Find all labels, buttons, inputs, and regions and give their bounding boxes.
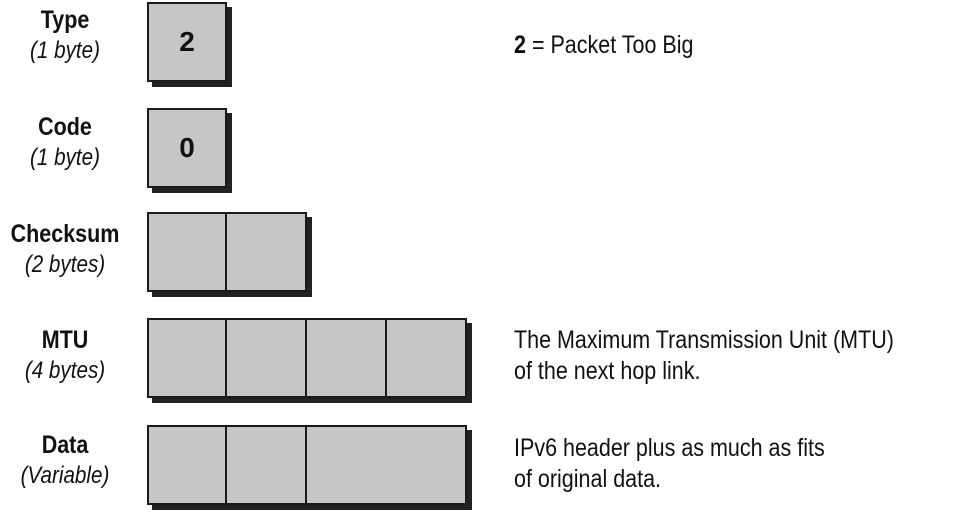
code-field-name: Code bbox=[38, 113, 92, 141]
mtu-byte-cell bbox=[387, 318, 467, 398]
checksum-field-size: (2 bytes) bbox=[24, 251, 106, 278]
type-field-name: Type bbox=[40, 6, 90, 34]
type-value-cell: 2 bbox=[147, 2, 227, 82]
data-note-line2: of original data. bbox=[514, 464, 662, 493]
type-field-size: (1 byte) bbox=[30, 37, 100, 64]
data-note: IPv6 header plus as much as fits of orig… bbox=[514, 433, 825, 494]
data-field-name: Data bbox=[41, 431, 89, 459]
data-field-size: (Variable) bbox=[20, 462, 110, 489]
mtu-field-box bbox=[147, 318, 467, 398]
checksum-field-box bbox=[147, 212, 307, 292]
type-field-box: 2 bbox=[147, 2, 227, 82]
code-label: Code (1 byte) bbox=[0, 115, 130, 170]
mtu-note: The Maximum Transmission Unit (MTU) of t… bbox=[514, 325, 894, 386]
checksum-byte-cell bbox=[227, 212, 307, 292]
data-variable-cell bbox=[307, 425, 467, 505]
data-field-box bbox=[147, 425, 467, 505]
mtu-byte-cell bbox=[227, 318, 307, 398]
checksum-byte-cell bbox=[147, 212, 227, 292]
code-field-size: (1 byte) bbox=[30, 144, 100, 171]
data-byte-cell bbox=[227, 425, 307, 505]
type-note: 2 = Packet Too Big bbox=[514, 30, 693, 61]
data-note-line1: IPv6 header plus as much as fits bbox=[514, 434, 825, 462]
mtu-note-line2: of the next hop link. bbox=[514, 356, 701, 385]
mtu-byte-cell bbox=[147, 318, 227, 398]
type-label: Type (1 byte) bbox=[0, 8, 130, 63]
data-label: Data (Variable) bbox=[0, 433, 130, 488]
checksum-label: Checksum (2 bytes) bbox=[0, 222, 130, 277]
data-byte-cell bbox=[147, 425, 227, 505]
type-note-text: = Packet Too Big bbox=[531, 31, 694, 59]
mtu-field-size: (4 bytes) bbox=[24, 357, 106, 384]
mtu-note-line1: The Maximum Transmission Unit (MTU) bbox=[514, 326, 894, 354]
checksum-field-name: Checksum bbox=[10, 220, 120, 248]
mtu-byte-cell bbox=[307, 318, 387, 398]
code-field-box: 0 bbox=[147, 108, 227, 188]
type-note-value: 2 bbox=[514, 31, 526, 59]
mtu-field-name: MTU bbox=[41, 326, 89, 354]
code-value-cell: 0 bbox=[147, 108, 227, 188]
mtu-label: MTU (4 bytes) bbox=[0, 328, 130, 383]
